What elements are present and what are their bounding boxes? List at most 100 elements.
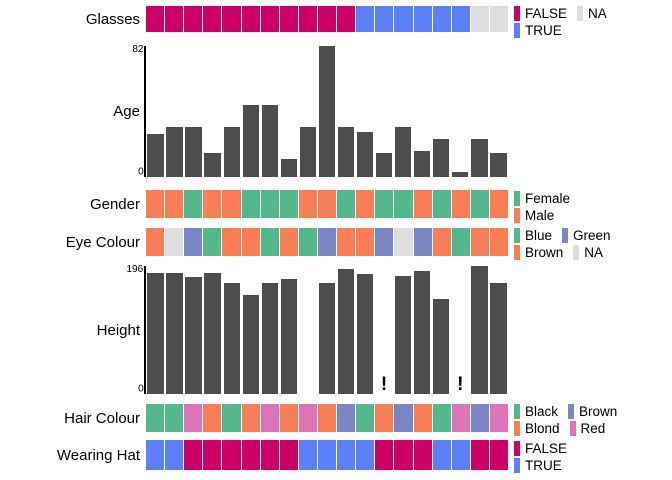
cell-glasses-16[interactable] bbox=[432, 6, 452, 32]
bar-slot-age-3[interactable] bbox=[184, 46, 203, 177]
cell-gender-15[interactable] bbox=[413, 190, 433, 218]
bar-height-11[interactable] bbox=[337, 269, 355, 394]
cell-glasses-11[interactable] bbox=[337, 6, 357, 32]
cell-hair-colour-7[interactable] bbox=[260, 404, 280, 432]
cell-eye-colour-5[interactable] bbox=[222, 228, 242, 256]
bar-slot-height-19[interactable] bbox=[489, 266, 508, 394]
bar-height-5[interactable] bbox=[223, 282, 240, 394]
cell-gender-7[interactable] bbox=[260, 190, 280, 218]
cell-hair-colour-9[interactable] bbox=[298, 404, 318, 432]
cell-hair-colour-11[interactable] bbox=[337, 404, 357, 432]
cell-glasses-9[interactable] bbox=[298, 6, 318, 32]
cell-gender-10[interactable] bbox=[317, 190, 338, 218]
bar-height-19[interactable] bbox=[490, 282, 507, 394]
cell-gender-13[interactable] bbox=[375, 190, 395, 218]
cell-glasses-7[interactable] bbox=[260, 6, 280, 32]
bar-slot-age-8[interactable] bbox=[279, 46, 298, 177]
bar-slot-age-2[interactable] bbox=[165, 46, 184, 177]
bar-age-11[interactable] bbox=[337, 127, 355, 177]
cell-gender-11[interactable] bbox=[337, 190, 357, 218]
bar-slot-height-1[interactable] bbox=[146, 266, 165, 394]
cell-glasses-14[interactable] bbox=[394, 6, 414, 32]
bar-age-1[interactable] bbox=[147, 133, 164, 177]
bar-slot-height-5[interactable] bbox=[222, 266, 241, 394]
bar-age-3[interactable] bbox=[185, 127, 202, 177]
bar-slot-age-14[interactable] bbox=[394, 46, 413, 177]
legend-item-hair-colour-brown[interactable]: Brown bbox=[568, 404, 617, 419]
cell-eye-colour-15[interactable] bbox=[413, 228, 433, 256]
cell-hair-colour-4[interactable] bbox=[203, 404, 223, 432]
legend-item-glasses-true[interactable]: TRUE bbox=[514, 23, 562, 38]
bar-slot-height-6[interactable] bbox=[241, 266, 260, 394]
cell-hair-colour-13[interactable] bbox=[375, 404, 395, 432]
cell-wearing-hat-1[interactable] bbox=[146, 440, 166, 470]
legend-item-hair-colour-red[interactable]: Red bbox=[569, 421, 605, 436]
cell-hair-colour-14[interactable] bbox=[394, 404, 414, 432]
cell-hair-colour-17[interactable] bbox=[451, 404, 471, 432]
bar-slot-height-10[interactable] bbox=[317, 266, 336, 394]
cell-gender-6[interactable] bbox=[241, 190, 261, 218]
bar-slot-height-9[interactable] bbox=[298, 266, 317, 394]
bar-slot-age-13[interactable] bbox=[375, 46, 394, 177]
bar-slot-height-4[interactable] bbox=[203, 266, 222, 394]
cell-gender-1[interactable] bbox=[146, 190, 166, 218]
cell-hair-colour-10[interactable] bbox=[317, 404, 338, 432]
bar-slot-height-17[interactable]: ! bbox=[451, 266, 470, 394]
legend-item-wearing-hat-false[interactable]: FALSE bbox=[514, 441, 567, 456]
cell-gender-19[interactable] bbox=[489, 190, 509, 218]
cell-hair-colour-3[interactable] bbox=[184, 404, 204, 432]
bar-slot-age-16[interactable] bbox=[432, 46, 451, 177]
bar-height-3[interactable] bbox=[185, 277, 202, 394]
legend-item-hair-colour-blond[interactable]: Blond bbox=[514, 421, 560, 436]
legend-item-eye-colour-green[interactable]: Green bbox=[562, 228, 611, 243]
bar-slot-age-19[interactable] bbox=[489, 46, 508, 177]
bar-slot-height-14[interactable] bbox=[394, 266, 413, 394]
cell-wearing-hat-16[interactable] bbox=[432, 440, 452, 470]
bar-slot-age-12[interactable] bbox=[356, 46, 375, 177]
cell-hair-colour-12[interactable] bbox=[356, 404, 376, 432]
legend-item-eye-colour-brown[interactable]: Brown bbox=[514, 245, 563, 260]
bar-age-14[interactable] bbox=[394, 127, 412, 177]
cell-eye-colour-7[interactable] bbox=[260, 228, 280, 256]
cell-glasses-8[interactable] bbox=[279, 6, 299, 32]
bar-age-2[interactable] bbox=[166, 127, 183, 177]
bar-slot-age-7[interactable] bbox=[260, 46, 279, 177]
cell-hair-colour-15[interactable] bbox=[413, 404, 433, 432]
legend-item-hair-colour-black[interactable]: Black bbox=[514, 404, 558, 419]
bar-slot-age-5[interactable] bbox=[222, 46, 241, 177]
bar-slot-height-18[interactable] bbox=[470, 266, 489, 394]
cell-glasses-2[interactable] bbox=[165, 6, 185, 32]
cell-gender-16[interactable] bbox=[432, 190, 452, 218]
cell-eye-colour-10[interactable] bbox=[317, 228, 338, 256]
cell-wearing-hat-15[interactable] bbox=[413, 440, 433, 470]
cell-eye-colour-18[interactable] bbox=[470, 228, 490, 256]
bar-age-16[interactable] bbox=[433, 138, 450, 177]
bar-age-19[interactable] bbox=[490, 153, 507, 177]
cell-wearing-hat-3[interactable] bbox=[184, 440, 204, 470]
cell-glasses-19[interactable] bbox=[489, 6, 509, 32]
bar-slot-height-15[interactable] bbox=[413, 266, 432, 394]
cell-glasses-3[interactable] bbox=[184, 6, 204, 32]
cell-eye-colour-16[interactable] bbox=[432, 228, 452, 256]
cell-glasses-18[interactable] bbox=[470, 6, 490, 32]
cell-wearing-hat-14[interactable] bbox=[394, 440, 414, 470]
bar-age-7[interactable] bbox=[261, 105, 278, 177]
bar-slot-age-9[interactable] bbox=[298, 46, 317, 177]
bar-age-12[interactable] bbox=[356, 132, 374, 177]
cell-glasses-15[interactable] bbox=[413, 6, 433, 32]
cell-wearing-hat-18[interactable] bbox=[470, 440, 490, 470]
cell-glasses-10[interactable] bbox=[317, 6, 338, 32]
cell-gender-9[interactable] bbox=[298, 190, 318, 218]
bar-age-4[interactable] bbox=[204, 153, 221, 177]
bar-age-17[interactable] bbox=[452, 172, 469, 177]
cell-gender-12[interactable] bbox=[356, 190, 376, 218]
cell-glasses-13[interactable] bbox=[375, 6, 395, 32]
bar-slot-height-2[interactable] bbox=[165, 266, 184, 394]
bar-slot-age-6[interactable] bbox=[241, 46, 260, 177]
cell-eye-colour-14[interactable] bbox=[394, 228, 414, 256]
bar-height-7[interactable] bbox=[261, 282, 278, 394]
bar-height-1[interactable] bbox=[147, 272, 164, 394]
bar-age-13[interactable] bbox=[375, 153, 393, 177]
bar-slot-age-18[interactable] bbox=[470, 46, 489, 177]
bar-age-5[interactable] bbox=[223, 127, 240, 177]
